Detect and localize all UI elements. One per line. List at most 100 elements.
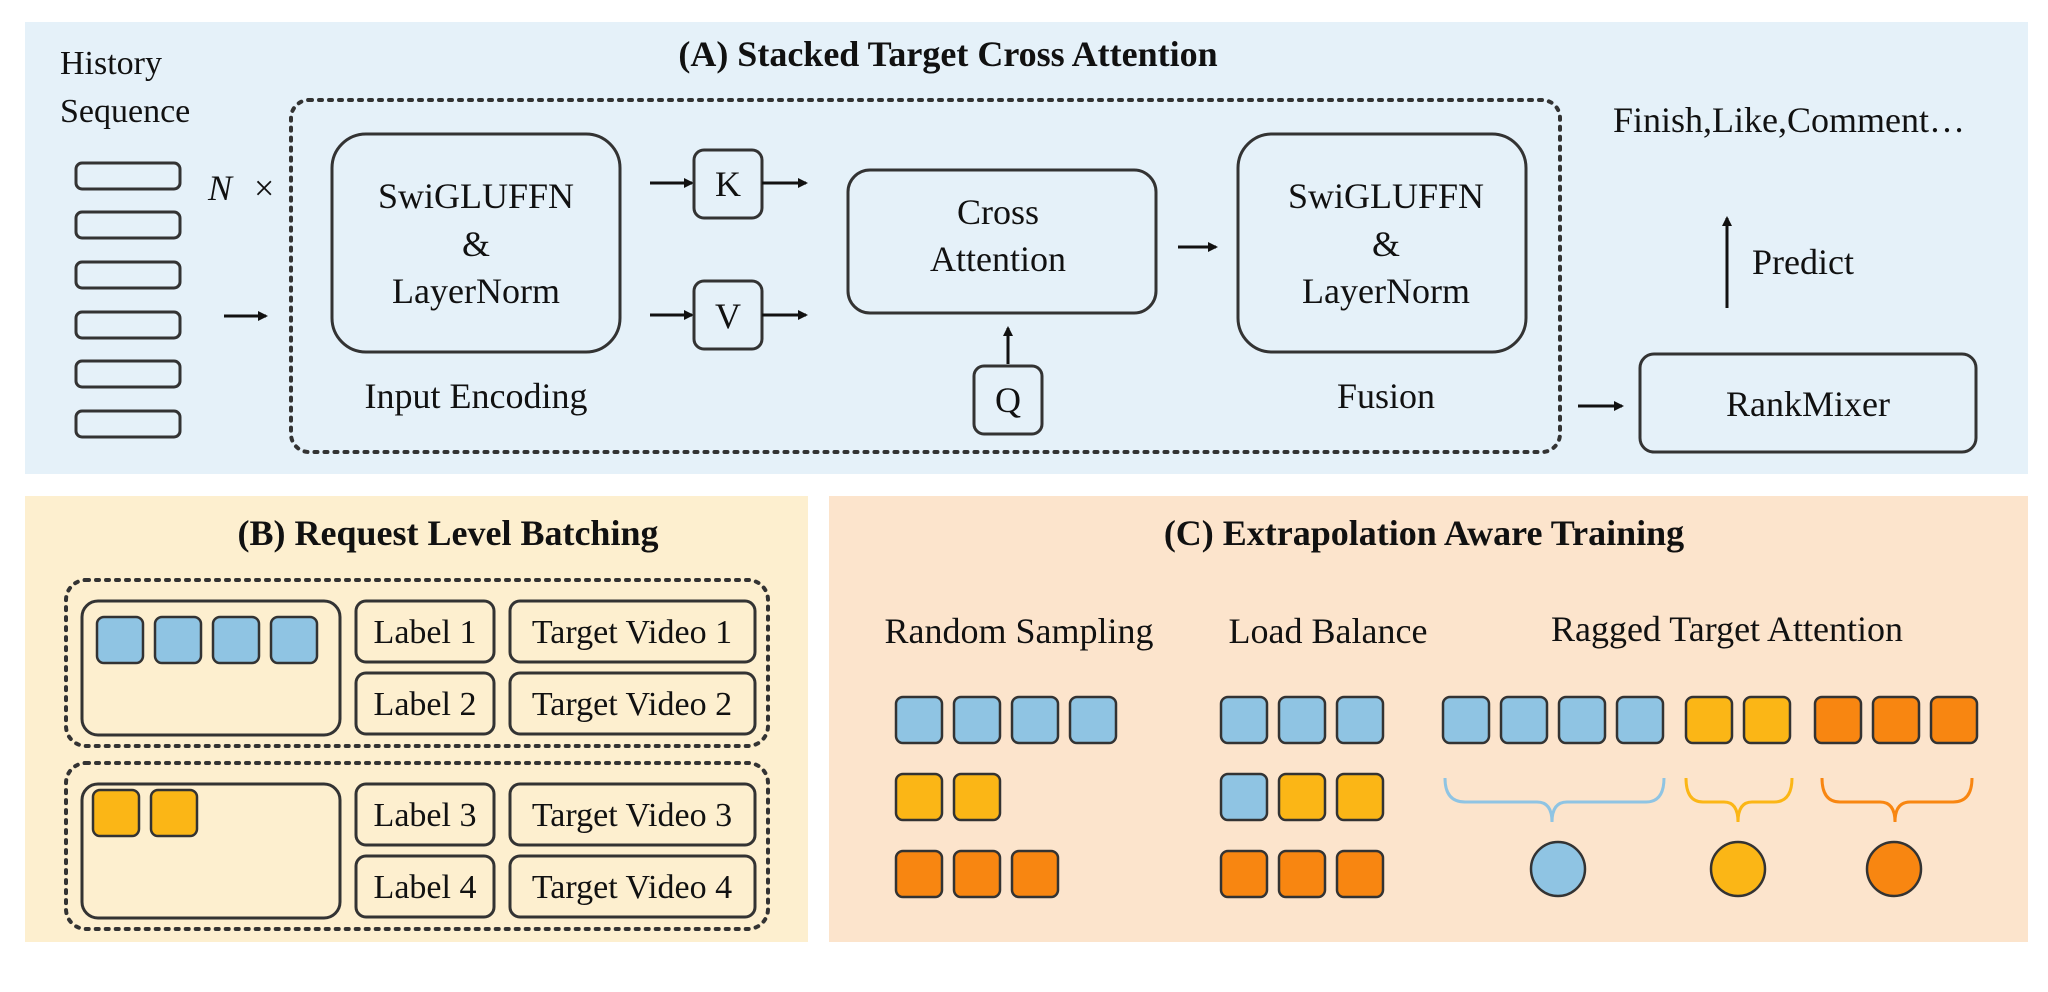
orange-square [952, 849, 1002, 899]
blue-square [1010, 695, 1060, 745]
yellow-square [91, 788, 141, 838]
panel-a-background [25, 22, 2028, 474]
cross-attention-line1: Cross [957, 192, 1039, 232]
ragged-brace-blue [1443, 777, 1666, 823]
label-box [354, 854, 496, 919]
fusion-label-line1: SwiGLUFFN [1288, 176, 1484, 216]
yellow-square [894, 772, 944, 822]
q-label: Q [995, 380, 1021, 420]
v-label: V [715, 296, 741, 336]
batch-group-dotted-border [64, 761, 770, 931]
target-video-box [508, 671, 757, 736]
blue-square [95, 615, 145, 665]
history-item [74, 310, 182, 340]
encoder-label-line2: & [462, 224, 490, 264]
stacked-block-dotted-border [289, 98, 1562, 454]
target-video-text: Target Video 2 [532, 686, 732, 723]
history-label-line1: History [60, 45, 162, 82]
target-video-box [508, 599, 757, 664]
blue-square [894, 695, 944, 745]
label-box [354, 671, 496, 736]
batch-group: Label 1 Target Video 1 Label 2 Target Video… [64, 578, 770, 748]
blue-square [1335, 695, 1385, 745]
target-video-box [508, 782, 757, 847]
yellow-square [1742, 695, 1792, 745]
label-text: Label 1 [374, 614, 477, 651]
label-text: Label 4 [374, 869, 477, 906]
times-symbol: × [254, 168, 274, 208]
k-label: K [715, 164, 741, 204]
orange-square [1929, 695, 1979, 745]
history-item [74, 359, 182, 389]
yellow-square [1684, 695, 1734, 745]
blue-square [1499, 695, 1549, 745]
random-sampling-label: Random Sampling [885, 611, 1154, 651]
orange-square [894, 849, 944, 899]
yellow-output-circle [1709, 840, 1767, 898]
batching-groups: Label 1 Target Video 1 Label 2 Target Video… [64, 578, 770, 931]
fusion-label-line3: LayerNorm [1302, 271, 1470, 311]
history-item [74, 409, 182, 439]
rankmixer-label: RankMixer [1726, 384, 1890, 424]
blue-square [1441, 695, 1491, 745]
panel-c-title: (C) Extrapolation Aware Training [1164, 513, 1684, 553]
history-item [74, 161, 182, 191]
orange-square [1871, 695, 1921, 745]
label-box [354, 599, 496, 664]
blue-square [1219, 695, 1269, 745]
sequence-box [80, 599, 342, 737]
label-text: Label 3 [374, 797, 477, 834]
panel-a-title: (A) Stacked Target Cross Attention [678, 34, 1217, 74]
sample-squares [894, 695, 1979, 899]
ragged-attention-label: Ragged Target Attention [1551, 609, 1903, 649]
fusion-caption: Fusion [1337, 376, 1435, 416]
orange-square [1010, 849, 1060, 899]
ragged-output-circles [1529, 840, 1923, 898]
ragged-brace-orange [1820, 777, 1974, 823]
history-item [74, 260, 182, 290]
encoder-label-line1: SwiGLUFFN [378, 176, 574, 216]
blue-square [153, 615, 203, 665]
yellow-square [1277, 772, 1327, 822]
panel-b-title: (B) Request Level Batching [238, 513, 659, 553]
fusion-box [1236, 132, 1528, 354]
orange-square [1277, 849, 1327, 899]
label-box [354, 782, 496, 847]
blue-square [211, 615, 261, 665]
blue-square [1068, 695, 1118, 745]
yellow-square [149, 788, 199, 838]
blue-square [1615, 695, 1665, 745]
panel-b-background [25, 496, 808, 942]
history-label-line2: Sequence [60, 93, 190, 130]
batch-group-dotted-border [64, 578, 770, 748]
blue-square [952, 695, 1002, 745]
n-label: N [207, 168, 234, 208]
blue-square [1219, 772, 1269, 822]
rankmixer-box [1638, 352, 1978, 454]
label-text: Label 2 [374, 686, 477, 723]
load-balance-label: Load Balance [1229, 611, 1428, 651]
yellow-square [952, 772, 1002, 822]
q-box [972, 364, 1044, 436]
orange-square [1335, 849, 1385, 899]
cross-attention-line2: Attention [930, 239, 1066, 279]
target-video-box [508, 854, 757, 919]
sequence-box [80, 782, 342, 920]
input-encoder-box [330, 132, 622, 354]
input-encoding-label: Input Encoding [365, 376, 588, 416]
fusion-label-line2: & [1372, 224, 1400, 264]
yellow-square [1335, 772, 1385, 822]
blue-square [1277, 695, 1327, 745]
blue-output-circle [1529, 840, 1587, 898]
orange-square [1219, 849, 1269, 899]
encoder-label-line3: LayerNorm [392, 271, 560, 311]
orange-square [1813, 695, 1863, 745]
blue-square [1557, 695, 1607, 745]
ragged-brace-yellow [1684, 777, 1794, 823]
target-video-text: Target Video 4 [532, 869, 732, 906]
history-sequence-stack [74, 161, 182, 439]
target-video-text: Target Video 1 [532, 614, 732, 651]
history-item [74, 210, 182, 240]
